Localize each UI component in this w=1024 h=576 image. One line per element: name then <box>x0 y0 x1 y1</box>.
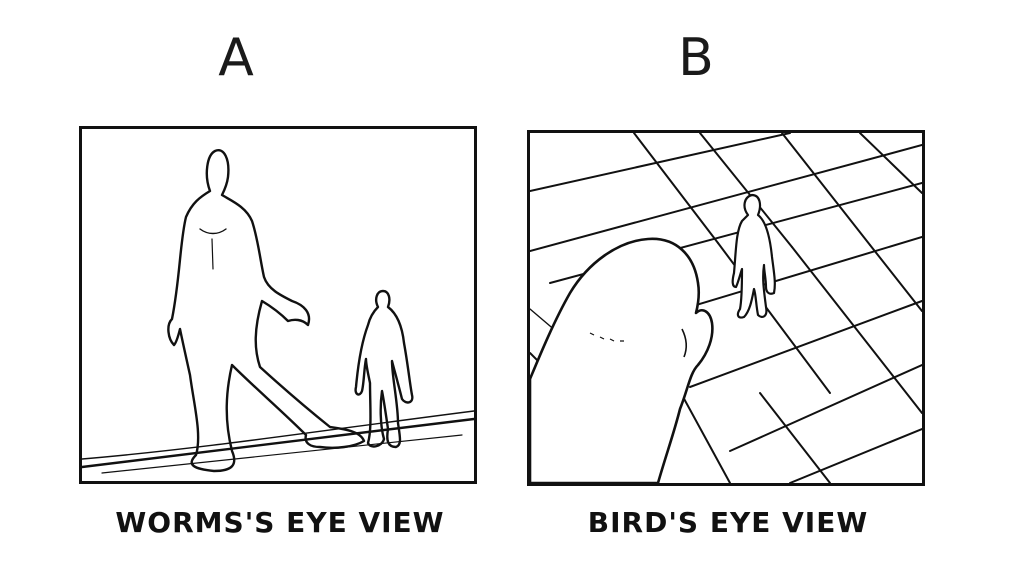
foreground-head <box>530 237 714 483</box>
panel-b-letter: B <box>678 28 714 88</box>
birds-eye-illustration <box>530 133 922 483</box>
ground-line <box>82 417 474 469</box>
panel-a-letter: A <box>218 28 254 88</box>
panel-a-frame <box>79 126 477 484</box>
panel-a-caption: WORMS'S EYE VIEW <box>115 506 445 539</box>
worms-eye-illustration <box>82 149 474 474</box>
giant-figure <box>167 149 366 473</box>
giant-chest-line <box>199 228 227 235</box>
walking-figure <box>731 193 776 319</box>
panel-b-frame <box>527 130 925 486</box>
ground-line-3 <box>101 434 463 474</box>
giant-torso-line <box>211 238 214 270</box>
panel-b-caption: BIRD'S EYE VIEW <box>587 506 869 539</box>
small-figure <box>354 289 414 449</box>
head-hatching <box>589 332 624 342</box>
ear-detail <box>681 328 687 358</box>
ground-line-2 <box>82 410 474 460</box>
